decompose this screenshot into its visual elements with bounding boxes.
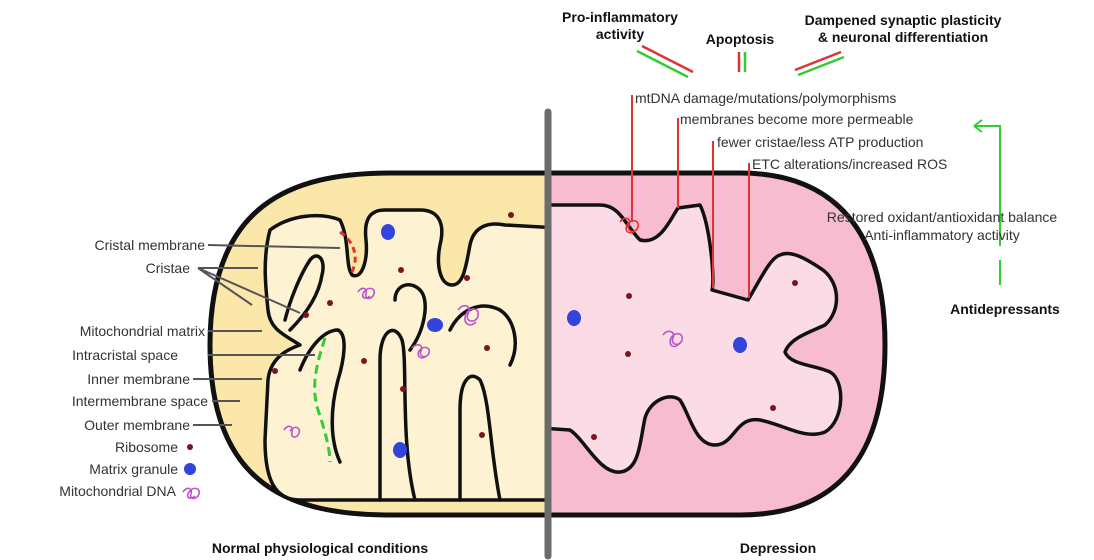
ribosome [464, 275, 470, 281]
legend: Cristal membrane Cristae Mitochondrial m… [59, 237, 208, 499]
label-ribosome: Ribosome [115, 439, 178, 455]
antidepressant-effect-line1: Restored oxidant/antioxidant balance [827, 209, 1058, 225]
effect-pro-inflammatory-line2: activity [596, 26, 644, 42]
caption-normal: Normal physiological conditions [212, 540, 428, 556]
matrix-granule [381, 224, 395, 240]
ribosome [327, 300, 333, 306]
ribosome [361, 358, 367, 364]
caption-depression: Depression [740, 540, 816, 556]
effects: Pro-inflammatory activity Apoptosis Damp… [562, 9, 1002, 77]
label-mitochondrial-matrix: Mitochondrial matrix [80, 323, 205, 339]
label-outer-membrane: Outer membrane [84, 417, 190, 433]
ribosome [400, 386, 406, 392]
matrix-granule-legend-icon [184, 463, 196, 475]
alteration-mtdna: mtDNA damage/mutations/polymorphisms [635, 90, 896, 106]
ribosome [792, 280, 798, 286]
label-intermembrane-space: Intermembrane space [72, 393, 208, 409]
ribosome [626, 293, 632, 299]
matrix-granule [393, 442, 407, 458]
antidepressants-label: Antidepressants [950, 301, 1060, 317]
ribosome [484, 345, 490, 351]
label-intracristal-space: Intracristal space [72, 347, 178, 363]
label-cristal-membrane: Cristal membrane [95, 237, 206, 253]
alteration-membranes: membranes become more permeable [680, 111, 914, 127]
label-cristae: Cristae [146, 260, 191, 276]
mtdna-legend-icon [183, 488, 199, 498]
antidepressant-effect-line2: Anti-inflammatory activity [864, 227, 1020, 243]
label-mitochondrial-dna: Mitochondrial DNA [59, 483, 176, 499]
alteration-etc: ETC alterations/increased ROS [752, 156, 947, 172]
ribosome [508, 212, 514, 218]
ribosome [272, 368, 278, 374]
effect-apoptosis: Apoptosis [706, 31, 775, 47]
ribosome [479, 432, 485, 438]
effect-dampened-line2: & neuronal differentiation [818, 29, 988, 45]
matrix-granule [427, 318, 443, 332]
matrix-granule [733, 337, 747, 353]
effect-dampened-line1: Dampened synaptic plasticity [805, 12, 1002, 28]
matrix-granule [567, 310, 581, 326]
label-matrix-granule: Matrix granule [89, 461, 178, 477]
ribosome [591, 434, 597, 440]
ribosome [625, 351, 631, 357]
ribosome [770, 405, 776, 411]
label-inner-membrane: Inner membrane [87, 371, 190, 387]
ribosome-legend-icon [187, 444, 193, 450]
ribosome [303, 312, 309, 318]
effect-pro-inflammatory-line1: Pro-inflammatory [562, 9, 678, 25]
ribosome [398, 267, 404, 273]
alteration-cristae: fewer cristae/less ATP production [717, 134, 923, 150]
